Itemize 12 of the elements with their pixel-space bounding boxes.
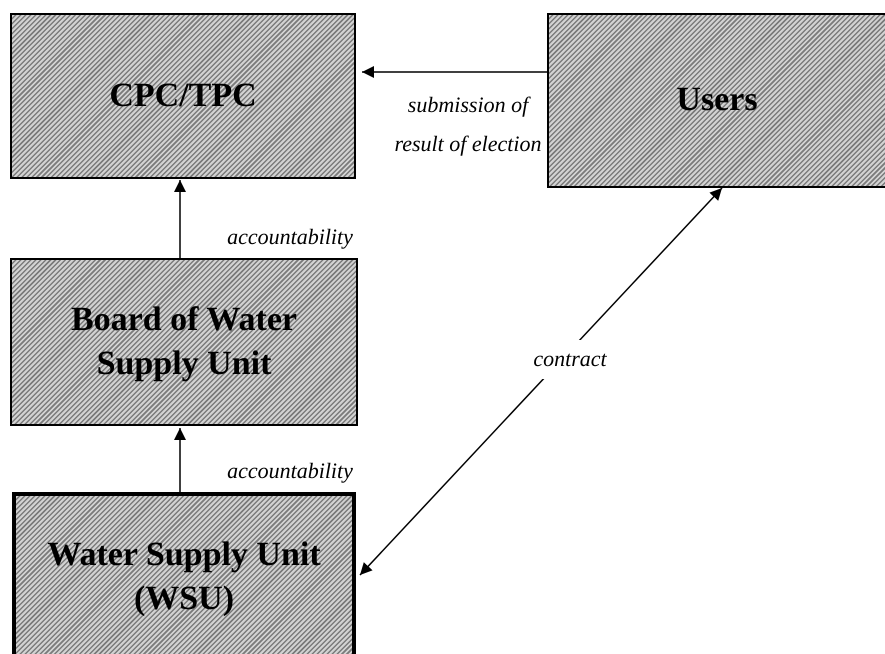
arrow xyxy=(174,428,186,492)
process-box xyxy=(547,13,885,188)
node-label: CPC/TPC xyxy=(108,76,258,116)
arrow xyxy=(359,187,723,576)
node-label: Board of Water Supply Unit xyxy=(70,300,298,384)
node-label: Users xyxy=(675,80,759,120)
process-box xyxy=(10,13,356,179)
arrow xyxy=(174,180,186,258)
process-box xyxy=(12,492,356,654)
process-box xyxy=(10,258,358,426)
node-label: Water Supply Unit (WSU) xyxy=(46,534,322,619)
arrow xyxy=(362,66,547,78)
